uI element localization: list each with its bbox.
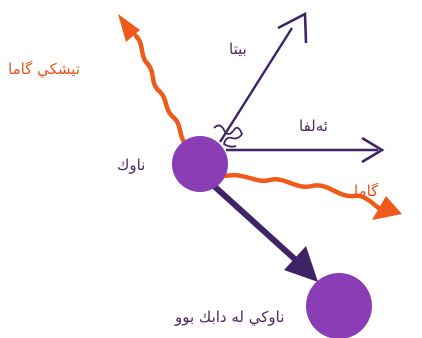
beta-label: بيتا	[229, 40, 247, 58]
daughter-nucleus-circle	[306, 273, 372, 338]
gamma-arrowhead	[372, 196, 402, 220]
alpha-arrowhead	[361, 136, 385, 164]
gamma-ray-arrowhead	[118, 14, 140, 42]
decay-path-arrow	[211, 183, 301, 265]
nucleus-wiggle	[213, 124, 244, 148]
gamma-wave	[223, 172, 385, 213]
daughter-nucleus-label: ناوكي له‌ دابك بوو	[175, 308, 285, 326]
gamma-ray-label: تيشكي گاما	[8, 60, 80, 78]
nucleus-label: ناوك	[117, 156, 146, 174]
decay-path-arrowhead	[284, 246, 318, 282]
beta-arrowhead	[277, 11, 308, 44]
beta-arrow	[218, 27, 294, 143]
nucleus-circle	[172, 136, 228, 192]
gamma-ray-wave	[133, 33, 187, 145]
alpha-label: ئه‌لفا	[299, 117, 328, 135]
gamma-label: گاما	[354, 182, 379, 200]
